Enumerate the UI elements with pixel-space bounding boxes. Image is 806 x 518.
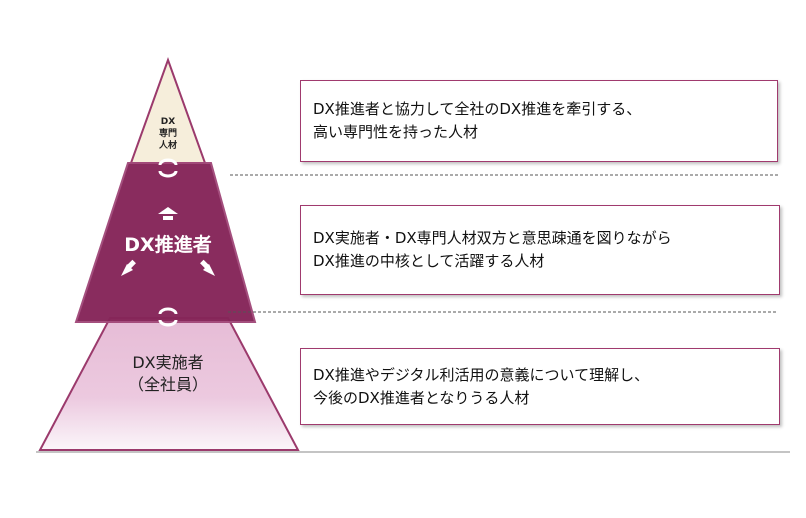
exchange-icon xyxy=(158,158,178,327)
description-line: DX推進の中核として活躍する人材 xyxy=(313,252,545,270)
label-line: 人材 xyxy=(158,141,177,151)
label-line: DX実施者 xyxy=(132,353,204,372)
label-line: 専門 xyxy=(158,129,177,139)
description-line: 高い専門性を持った人材 xyxy=(313,123,479,141)
description-box-dx-promoter: DX実施者・DX専門人材双方と意思疎通を図りながら DX推進の中核として活躍する… xyxy=(300,205,780,295)
tier-label-dx-promoter: DX推進者 xyxy=(108,230,228,257)
arrow-icons xyxy=(121,207,215,276)
description-line: DX実施者・DX専門人材双方と意思疎通を図りながら xyxy=(313,229,672,247)
label-line: DX xyxy=(160,117,176,127)
tier-label-dx-specialist: DX 専門 人材 xyxy=(148,116,188,152)
description-line: DX推進やデジタル利活用の意義について理解し、 xyxy=(313,365,650,384)
description-line: 今後のDX推進者となりうる人材 xyxy=(313,388,530,407)
description-box-dx-implementer: DX推進やデジタル利活用の意義について理解し、 今後のDX推進者となりうる人材 xyxy=(300,348,780,425)
label-line: DX推進者 xyxy=(124,234,212,256)
label-line: （全社員） xyxy=(127,375,208,394)
tier-label-dx-implementer: DX実施者 （全社員） xyxy=(98,352,238,396)
description-line: DX推進者と協力して全社のDX推進を牽引する、 xyxy=(313,100,642,118)
description-box-dx-specialist: DX推進者と協力して全社のDX推進を牽引する、 高い専門性を持った人材 xyxy=(300,80,778,162)
pyramid-middle-tier xyxy=(74,162,257,323)
